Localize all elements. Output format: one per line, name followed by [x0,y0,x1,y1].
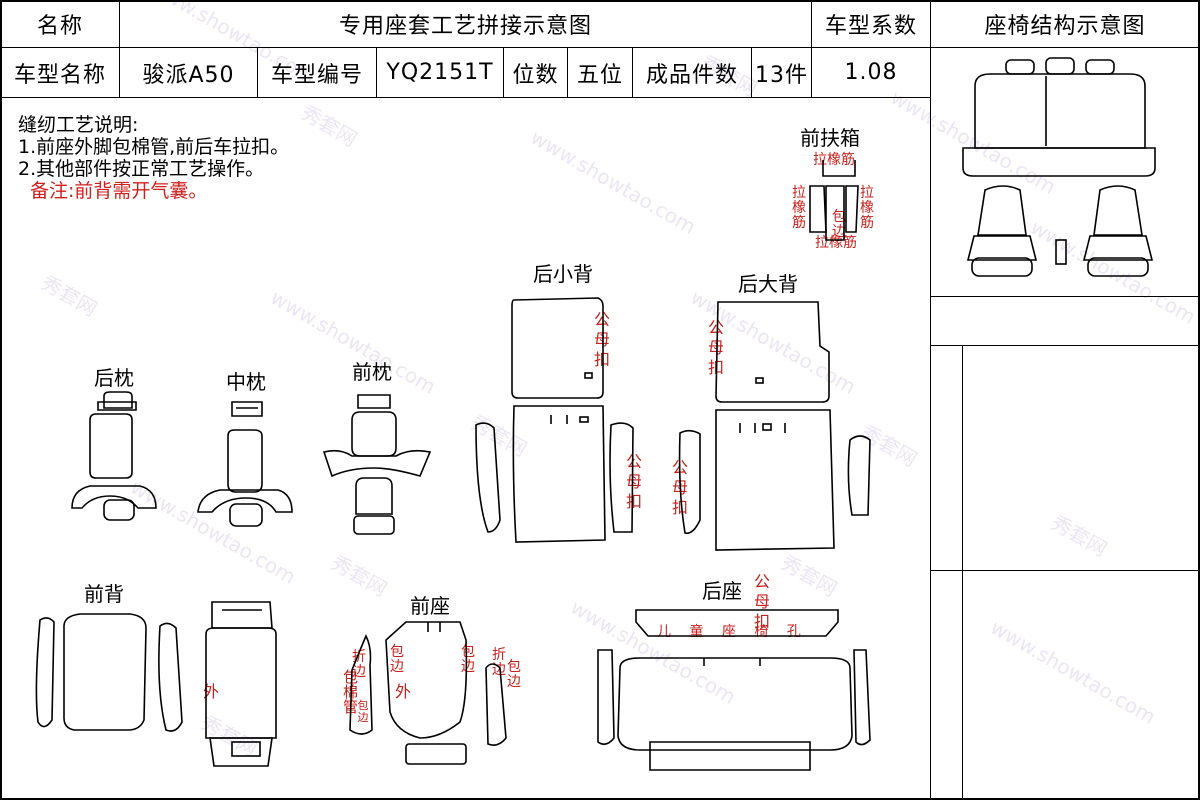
coef-label-cell: 车型系数 [811,0,931,48]
label-rear-small-back: 后小背 [533,262,593,286]
front-back-pieces [35,601,277,767]
coef-value: 1.08 [844,60,898,85]
rear-small-back-pieces [475,297,634,543]
label-front-seat: 前座 [410,594,450,618]
model-name: 骏派A50 [142,62,235,88]
label-front-armrest: 前扶箱 [800,126,860,150]
notes-line-2: 2.其他部件按正常工艺操作。 [18,158,265,180]
notes-line-1: 1.前座外脚包棉管,前后车拉扣。 [18,136,290,158]
notes-remark: 备注:前背需开气囊。 [30,180,208,202]
front-seat-wrap-a: 包边 [390,644,404,675]
structure-label: 座椅结构示意图 [984,14,1146,39]
front-pillow-pieces [322,394,432,535]
model-code-label-cell: 车型编号 [257,47,377,98]
snap-rear-small-side: 公母扣 [626,452,643,511]
armrest-wrap: 包边 [832,209,846,240]
outer-front-back: 外 [203,682,220,701]
snap-rear-small-back: 公母扣 [594,310,611,369]
armrest-elastic-right: 拉橡筋 [860,185,874,231]
coef-cell: 1.08 [811,47,931,98]
model-name-label-cell: 车型名称 [0,47,120,98]
pieces-label-cell: 成品件数 [632,47,752,98]
model-code-label: 车型编号 [270,62,363,88]
rear-pillow-pieces [71,391,157,521]
front-seat-pieces [349,621,507,765]
coef-label: 车型系数 [824,14,917,39]
sewing-notes: 缝纫工艺说明: 1.前座外脚包棉管,前后车拉扣。 2.其他部件按正常工艺操作。 … [18,114,289,202]
snap-rear-seat: 公母扣 [754,572,771,631]
label-mid-pillow: 中枕 [226,370,266,394]
front-seat-fold-right: 折边 [492,647,506,678]
snap-rear-big-side: 公母扣 [672,458,689,517]
front-seat-wrap-right: 包边 [507,659,521,690]
notes-heading: 缝纫工艺说明: [18,114,139,136]
label-rear-seat: 后座 [702,579,742,603]
front-seat-wrap-b: 包边 [461,644,475,675]
label-rear-pillow: 后枕 [94,366,134,390]
seat-structure-illustration [962,57,1156,277]
diagram-title: 专用座套工艺拼接示意图 [338,14,592,39]
outer-front-seat: 外 [395,682,412,701]
blank-panel-divider [962,345,963,800]
label-rear-big-back: 后大背 [738,272,798,296]
label-front-pillow: 前枕 [352,360,392,384]
pieces-label: 成品件数 [645,62,738,88]
snap-rear-big-back: 公母扣 [708,318,725,377]
name-label: 名称 [36,14,83,39]
model-code: YQ2151T [386,60,494,85]
seats-label: 位数 [512,62,559,88]
label-front-back: 前背 [84,582,124,606]
front-seat-wrap-left: 包边 [357,699,369,724]
front-armrest-pieces [809,160,859,241]
pieces-value: 13件 [755,62,808,88]
model-name-label: 车型名称 [13,62,106,88]
mid-pillow-pieces [197,401,293,527]
seats-value: 五位 [576,62,623,88]
rear-seat-pieces [597,609,871,771]
model-name-cell: 骏派A50 [119,47,258,98]
rear-big-back-pieces [678,301,871,551]
armrest-elastic-left: 拉橡筋 [792,185,806,231]
